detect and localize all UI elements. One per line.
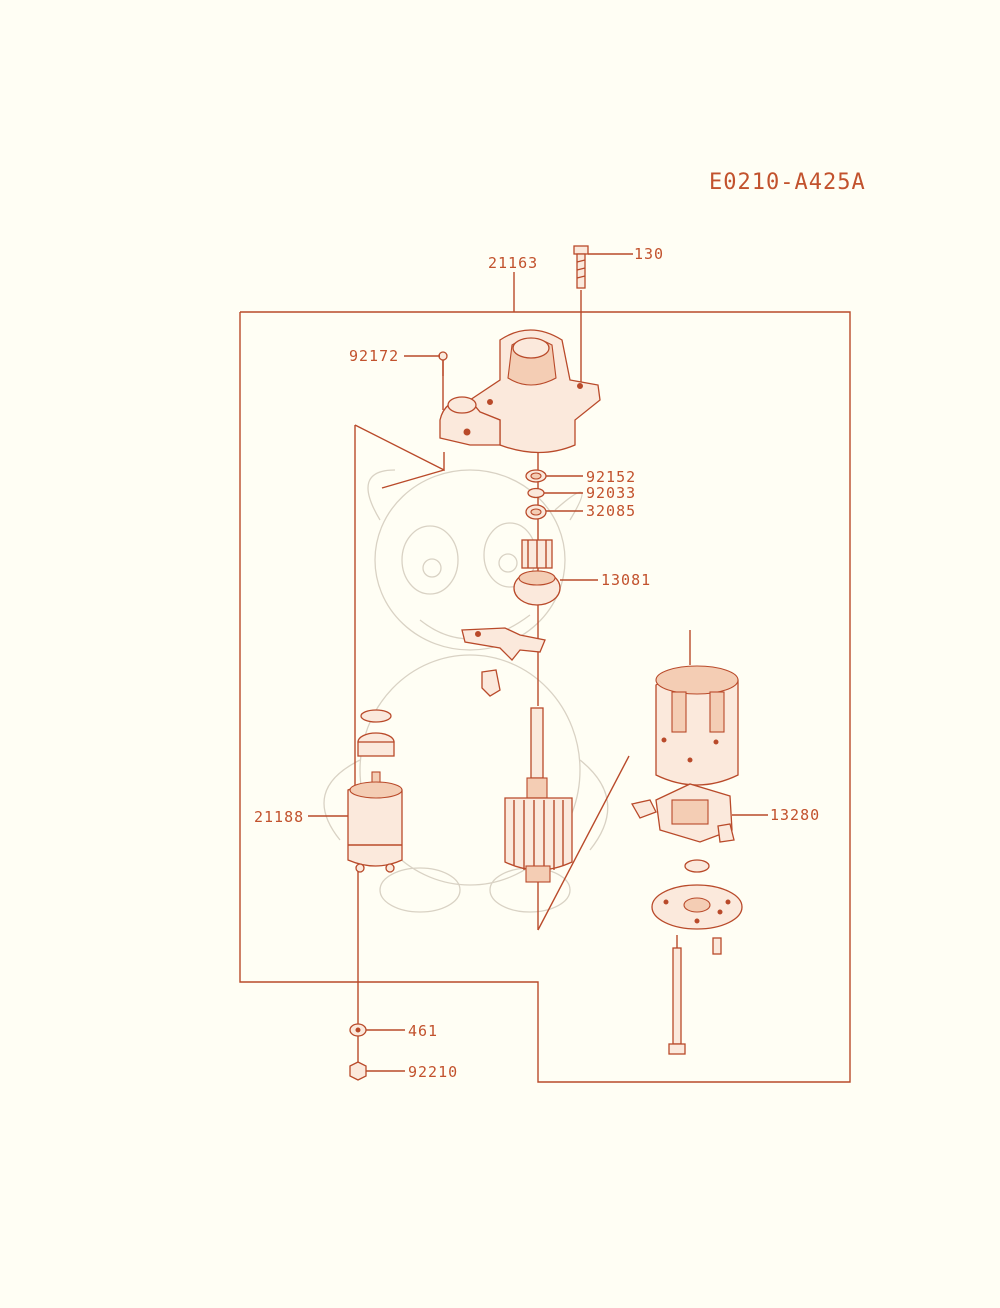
watermark-mascot	[323, 469, 609, 913]
callout-13280[interactable]: 13280	[770, 806, 820, 824]
washer-92152[interactable]	[525, 469, 547, 483]
washer-461[interactable]	[349, 1023, 367, 1037]
rear-plate	[651, 884, 743, 930]
leader-lines	[308, 253, 768, 1072]
callout-92210[interactable]: 92210	[408, 1063, 458, 1081]
magnetic-switch-21188[interactable]	[347, 709, 403, 873]
diagram-code: E0210-A425A	[709, 170, 866, 195]
drive-housing-21163[interactable]	[439, 329, 601, 454]
callout-92172[interactable]: 92172	[349, 347, 399, 365]
callout-92152[interactable]: 92152	[586, 468, 636, 486]
shift-lever	[461, 627, 546, 661]
plate-screw	[712, 937, 722, 955]
yoke	[655, 665, 739, 786]
assembly-boundary	[239, 272, 851, 1083]
lever-holder	[481, 669, 501, 697]
callout-21163[interactable]: 21163	[488, 254, 538, 272]
bolt-130[interactable]	[573, 245, 589, 289]
callout-32085[interactable]: 32085	[586, 502, 636, 520]
circlip-92033[interactable]	[527, 487, 545, 499]
callout-13081[interactable]: 13081	[601, 571, 651, 589]
pinion-clutch-13081[interactable]	[513, 539, 561, 606]
collar-32085[interactable]	[525, 504, 547, 520]
callout-92033[interactable]: 92033	[586, 484, 636, 502]
callout-461[interactable]: 461	[408, 1022, 438, 1040]
callout-21188[interactable]: 21188	[254, 808, 304, 826]
brush-holder-13280[interactable]	[630, 783, 735, 873]
through-bolt	[668, 947, 686, 1055]
callout-130[interactable]: 130	[634, 245, 664, 263]
screw-92172[interactable]	[438, 351, 448, 376]
nut-92210[interactable]	[349, 1061, 367, 1081]
armature	[504, 707, 573, 883]
